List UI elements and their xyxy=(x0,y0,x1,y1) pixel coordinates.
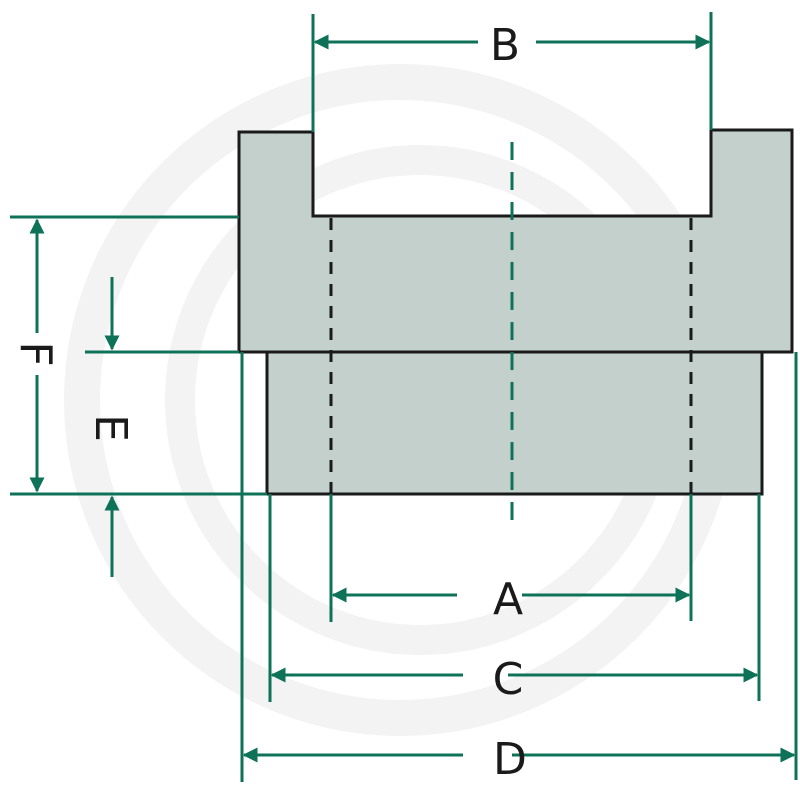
label-b: B xyxy=(490,20,520,71)
label-f: F xyxy=(10,341,61,366)
label-d: D xyxy=(493,734,527,785)
label-c: C xyxy=(493,654,524,705)
body-section xyxy=(265,350,764,496)
flange-section xyxy=(237,128,794,354)
bushing-part xyxy=(237,128,794,530)
label-a: A xyxy=(493,574,523,625)
label-e: E xyxy=(85,414,136,442)
